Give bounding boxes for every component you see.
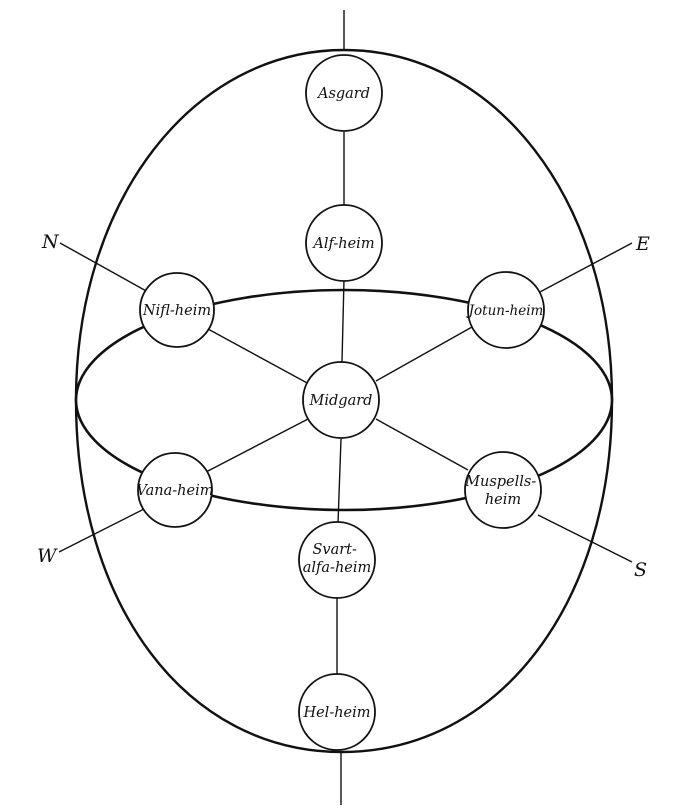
line-midgard-svartalfaheim bbox=[337, 438, 342, 524]
world-helheim-label-line: Hel-heim bbox=[302, 705, 370, 721]
world-helheim-label: Hel-heim bbox=[302, 705, 370, 721]
world-niflheim-circle bbox=[139, 272, 215, 348]
world-jotunheim-label: Jotun-heim bbox=[466, 303, 544, 319]
connectors bbox=[58, 132, 633, 675]
world-alfheim-circle bbox=[305, 204, 383, 282]
world-helheim-circle bbox=[298, 673, 376, 751]
world-asgard-circle bbox=[305, 54, 383, 132]
line-north bbox=[59, 242, 149, 293]
line-south bbox=[537, 514, 633, 563]
world-svartalfaheim: Svart- alfa-heim bbox=[298, 521, 376, 599]
line-alfheim-midgard bbox=[341, 278, 345, 363]
direction-south: S bbox=[634, 559, 647, 581]
world-svartalfaheim-label-line-2: alfa-heim bbox=[303, 560, 372, 576]
world-midgard-circle bbox=[302, 361, 380, 439]
world-alfheim-label-line: Alf-heim bbox=[311, 236, 374, 252]
world-niflheim: Nifl-heim bbox=[139, 272, 215, 348]
line-jotunheim-midgard bbox=[375, 326, 473, 382]
world-jotunheim-circle bbox=[467, 271, 545, 349]
world-svartalfaheim-label-line-1: Svart- bbox=[312, 542, 357, 558]
line-west bbox=[58, 507, 147, 553]
world-svartalfaheim-circle bbox=[298, 521, 376, 599]
world-niflheim-label: Nifl-heim bbox=[142, 303, 211, 319]
world-muspellsheim-label-line-1: Muspells- bbox=[464, 474, 536, 490]
world-vanaheim-circle bbox=[137, 452, 213, 528]
world-niflheim-label-line: Nifl-heim bbox=[142, 303, 211, 319]
world-vanaheim-label-line: Vana-heim bbox=[137, 483, 214, 499]
direction-east: E bbox=[635, 233, 650, 255]
world-alfheim-label: Alf-heim bbox=[311, 236, 374, 252]
direction-west: W bbox=[37, 545, 58, 567]
world-midgard: Midgard bbox=[302, 361, 380, 439]
world-muspellsheim-label: Muspells- heim bbox=[464, 474, 541, 508]
world-alfheim: Alf-heim bbox=[305, 204, 383, 282]
world-svartalfaheim-label: Svart- alfa-heim bbox=[303, 542, 372, 576]
line-muspellsheim-midgard bbox=[375, 418, 469, 471]
world-asgard: Asgard bbox=[305, 54, 383, 132]
world-helheim: Hel-heim bbox=[298, 673, 376, 751]
world-midgard-label-line: Midgard bbox=[309, 393, 373, 409]
direction-north: N bbox=[41, 231, 60, 253]
line-vanaheim-midgard bbox=[205, 418, 309, 473]
world-vanaheim-label: Vana-heim bbox=[137, 483, 214, 499]
world-asgard-label-line: Asgard bbox=[316, 86, 370, 102]
world-jotunheim-label-line: Jotun-heim bbox=[466, 303, 544, 319]
world-muspellsheim-label-line-2: heim bbox=[485, 492, 521, 508]
world-midgard-label: Midgard bbox=[309, 393, 373, 409]
world-jotunheim: Jotun-heim bbox=[466, 271, 545, 349]
line-niflheim-midgard bbox=[207, 328, 310, 385]
world-muspellsheim-circle bbox=[464, 451, 542, 529]
world-vanaheim: Vana-heim bbox=[137, 452, 214, 528]
line-east bbox=[537, 242, 633, 294]
world-muspellsheim: Muspells- heim bbox=[464, 451, 542, 529]
world-asgard-label: Asgard bbox=[316, 86, 370, 102]
